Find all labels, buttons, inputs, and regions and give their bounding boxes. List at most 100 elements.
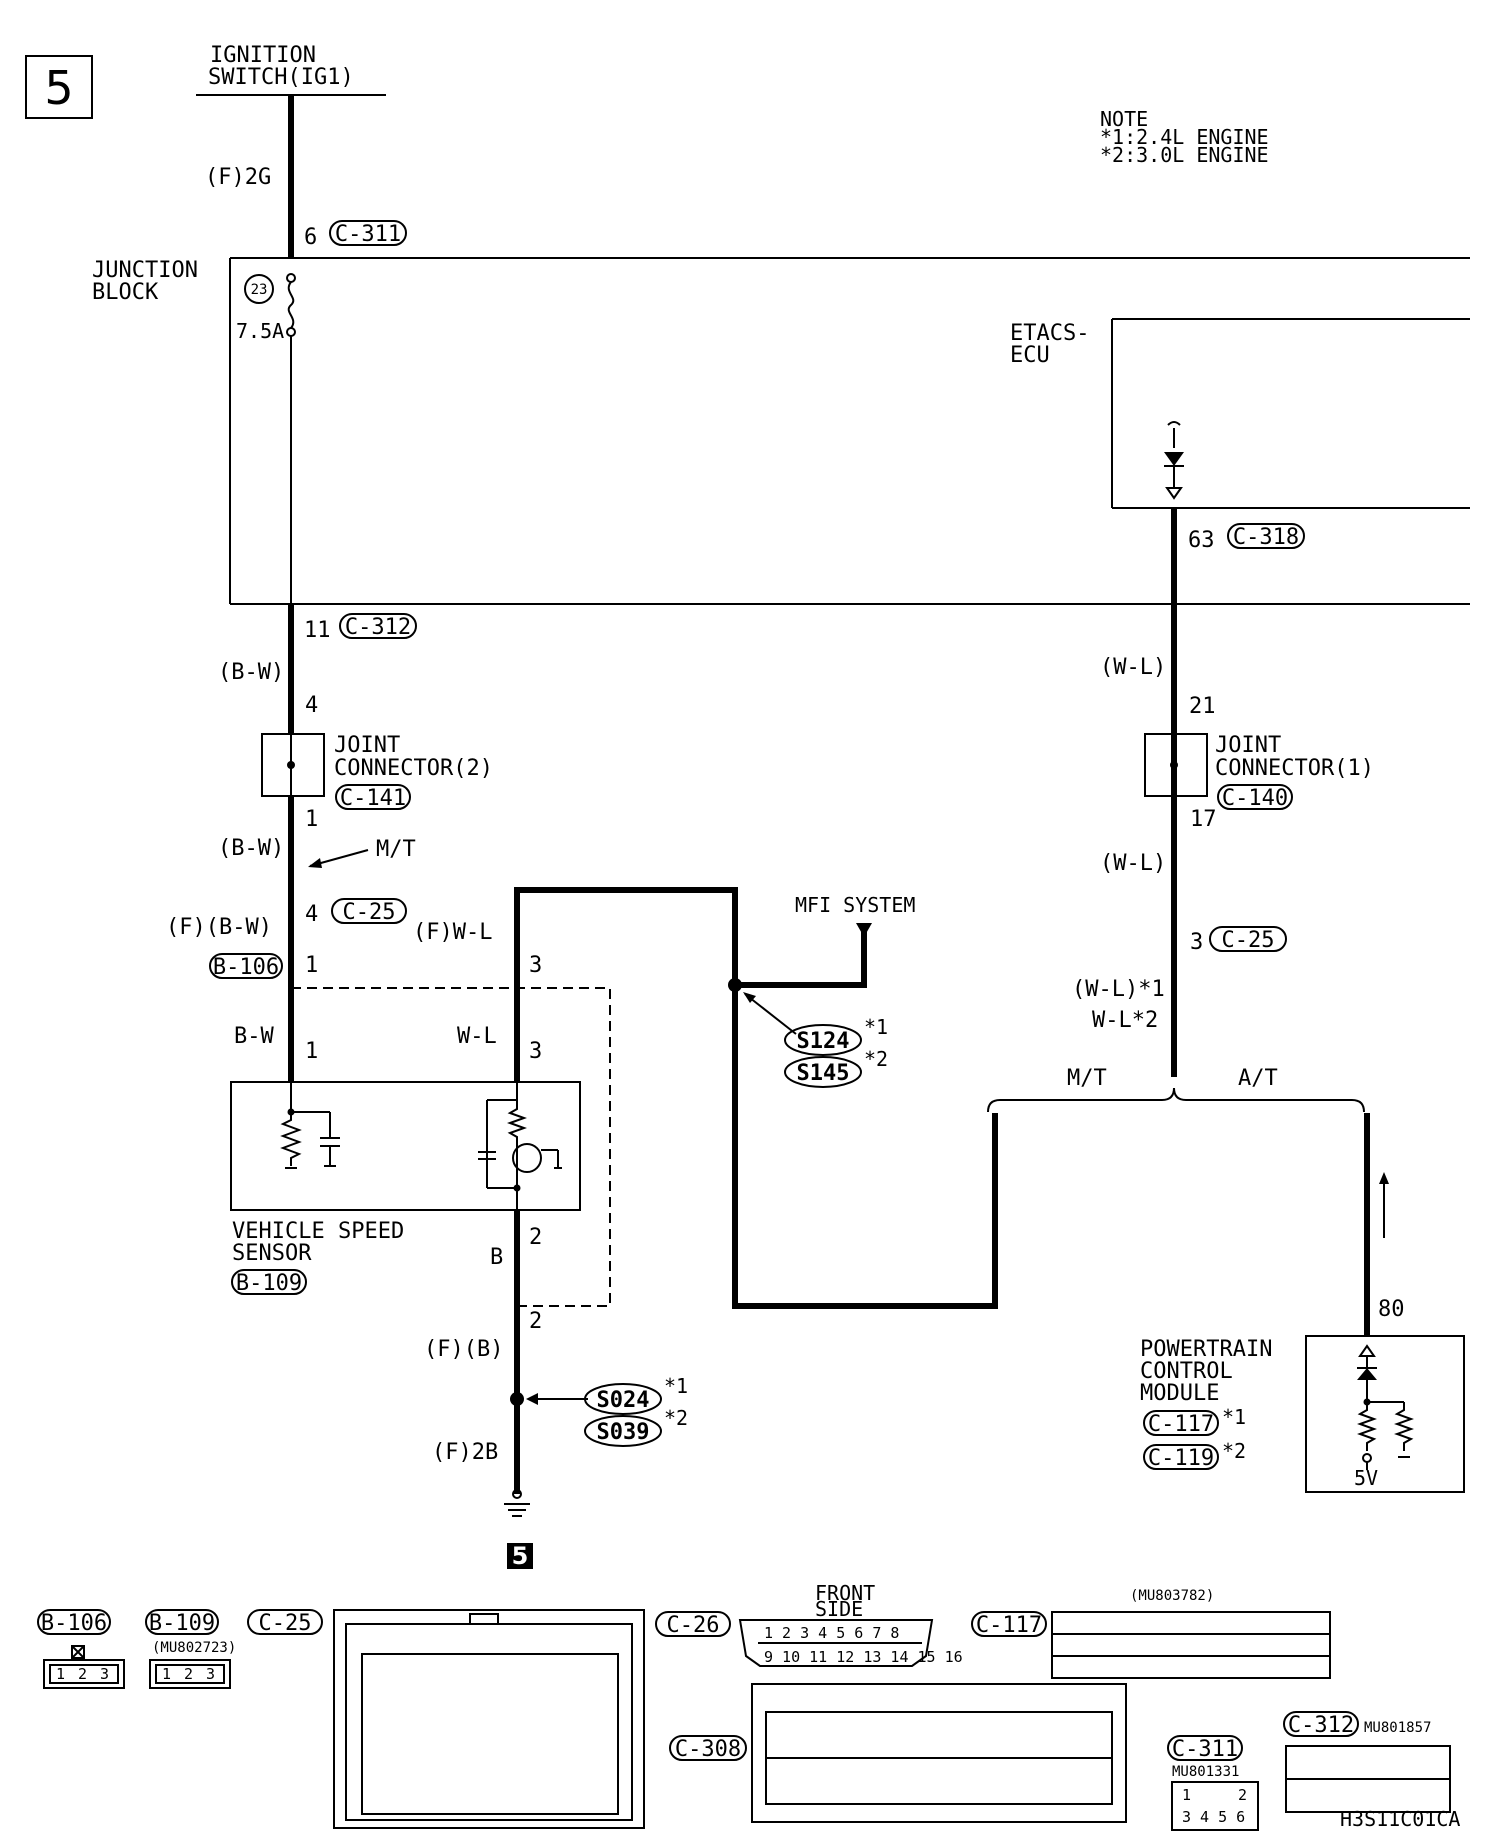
svg-text:1 2 3 4 5 6 7 8: 1 2 3 4 5 6 7 8 (764, 1624, 899, 1642)
legend-b106-label: B-106 (41, 1611, 107, 1636)
page-number: 5 (44, 61, 73, 115)
note-line2: *2:3.0L ENGINE (1100, 143, 1269, 167)
conn-c312-box (339, 613, 417, 639)
mfi-label: MFI SYSTEM (795, 893, 915, 917)
powertrain-control-module: POWERTRAIN CONTROL MODULE C-117 *1 C-119… (1140, 1335, 1465, 1493)
ignition-switch: IGNITION SWITCH(IG1) (196, 43, 386, 96)
pin-1c: 1 (305, 1039, 318, 1064)
fuse-element (287, 281, 295, 329)
conn-c25-right: C-25 (1222, 928, 1275, 953)
pin-2b: 2 (529, 1309, 542, 1334)
vss-label-2: SENSOR (232, 1241, 312, 1266)
conn-c117-box (1143, 1410, 1219, 1436)
pin-1b: 1 (305, 953, 318, 978)
conn-c117: C-117 (1148, 1412, 1214, 1437)
pin-4: 4 (305, 693, 318, 718)
jc2-label-1: JOINT (334, 733, 400, 758)
wire-label-wl-4: W-L*2 (1092, 1008, 1158, 1033)
junction-block: JUNCTION BLOCK 23 7.5A (92, 257, 1470, 605)
legend-c26-label: C-26 (667, 1613, 720, 1638)
wire-label-wl-1: (W-L) (1100, 655, 1166, 680)
splice-s024-badge (584, 1383, 662, 1415)
page-number-box (25, 55, 93, 119)
pin-3: 3 (529, 953, 542, 978)
note-line1: *1:2.4L ENGINE (1100, 125, 1269, 149)
wire-label-f-bw: (F)(B-W) (166, 915, 272, 940)
legend-c308: C-308 (669, 1683, 1127, 1823)
conn-b106: B-106 (213, 955, 279, 980)
wire-label-f-wl: (F)W-L (413, 920, 492, 945)
conn-c311: C-311 (335, 222, 401, 247)
ground-symbol (504, 1503, 530, 1517)
splice-s039-badge (584, 1415, 662, 1447)
vss-resistor-left (280, 1112, 302, 1166)
wire-label-wl-2: (W-L) (1100, 851, 1166, 876)
vss-resistor-right (507, 1105, 527, 1141)
pin-6: 6 (304, 225, 317, 250)
mark-c119: *2 (1222, 1439, 1246, 1463)
pcm-resistor-right (1394, 1402, 1414, 1451)
legend-c25-label: C-25 (259, 1611, 312, 1636)
note-block: NOTE *1:2.4L ENGINE *2:3.0L ENGINE (1100, 107, 1269, 167)
svg-text:2: 2 (78, 1665, 87, 1683)
fuse-number-circle (244, 274, 274, 304)
ignition-label-1: IGNITION (210, 43, 316, 68)
pcm-label-2: CONTROL (1140, 1359, 1233, 1384)
conn-c318: C-318 (1233, 525, 1299, 550)
legend-c117: C-117 (MU803782) (971, 1588, 1331, 1679)
fuse-bottom-terminal (286, 327, 296, 337)
conn-b109: B-109 (236, 1271, 302, 1296)
vehicle-speed-sensor: VEHICLE SPEED SENSOR B-109 (230, 1081, 581, 1296)
pcm-resistor-left (1357, 1402, 1377, 1451)
wire-label-at: A/T (1238, 1066, 1278, 1091)
splice-s024: S024 (597, 1388, 650, 1413)
wire-label-f2b: (F)2B (432, 1440, 498, 1465)
etacs-label-2: ECU (1010, 343, 1050, 368)
vss-label-1: VEHICLE SPEED (232, 1219, 404, 1244)
mark-s024: *1 (664, 1374, 688, 1398)
legend-c26: C-26 FRONT SIDE 1 2 3 4 5 6 7 8 9 10 11 … (655, 1581, 963, 1667)
pin-63: 63 (1188, 528, 1215, 553)
wire-label-bw-1: (B-W) (218, 660, 284, 685)
svg-text:9 10 11 12 13 14 15 16: 9 10 11 12 13 14 15 16 (764, 1648, 963, 1666)
junction-label-1: JUNCTION (92, 258, 198, 283)
legend-b109-part: (MU802723) (152, 1640, 236, 1656)
wire-mfi-branch (735, 924, 867, 988)
note-title: NOTE (1100, 107, 1148, 131)
conn-c141-box (335, 784, 411, 810)
conn-b109-box (231, 1269, 307, 1295)
fuse-rating: 7.5A (236, 319, 284, 343)
pin-3b: 3 (529, 1039, 542, 1064)
pin-11: 11 (304, 618, 331, 643)
splice-ground-junction (510, 1392, 524, 1406)
pcm-5v: 5V (1354, 1466, 1378, 1490)
mt-at-bracket (987, 1087, 1365, 1113)
legend-c117-part: (MU803782) (1130, 1588, 1214, 1604)
wire-label-bw-2: (B-W) (218, 836, 284, 861)
conn-c311-box (329, 220, 407, 246)
splice-s145-badge (784, 1056, 862, 1088)
legend-front-side-1: FRONT (815, 1581, 875, 1605)
wire-label-f-b: (F)(B) (424, 1337, 503, 1362)
mfi-arrow (856, 923, 872, 937)
page-ref: 5 (512, 1542, 529, 1570)
pcm-label-1: POWERTRAIN (1140, 1337, 1272, 1362)
fuse-top-terminal (286, 273, 296, 283)
svg-text:1: 1 (56, 1665, 65, 1683)
etacs-label-1: ETACS- (1010, 321, 1089, 346)
mark-s039: *2 (664, 1406, 688, 1430)
pin-3c: 3 (1190, 930, 1203, 955)
junction-label-2: BLOCK (92, 280, 159, 305)
s124-pointer (744, 993, 797, 1035)
vss-transistor (512, 1143, 542, 1173)
jc1-label-1: JOINT (1215, 733, 1281, 758)
conn-c119-box (1143, 1444, 1219, 1470)
splice-s145: S145 (797, 1061, 850, 1086)
mark-s145: *2 (864, 1047, 888, 1071)
splice-s124: S124 (797, 1029, 850, 1054)
conn-c25-left: C-25 (343, 900, 396, 925)
conn-c140: C-140 (1222, 786, 1288, 811)
